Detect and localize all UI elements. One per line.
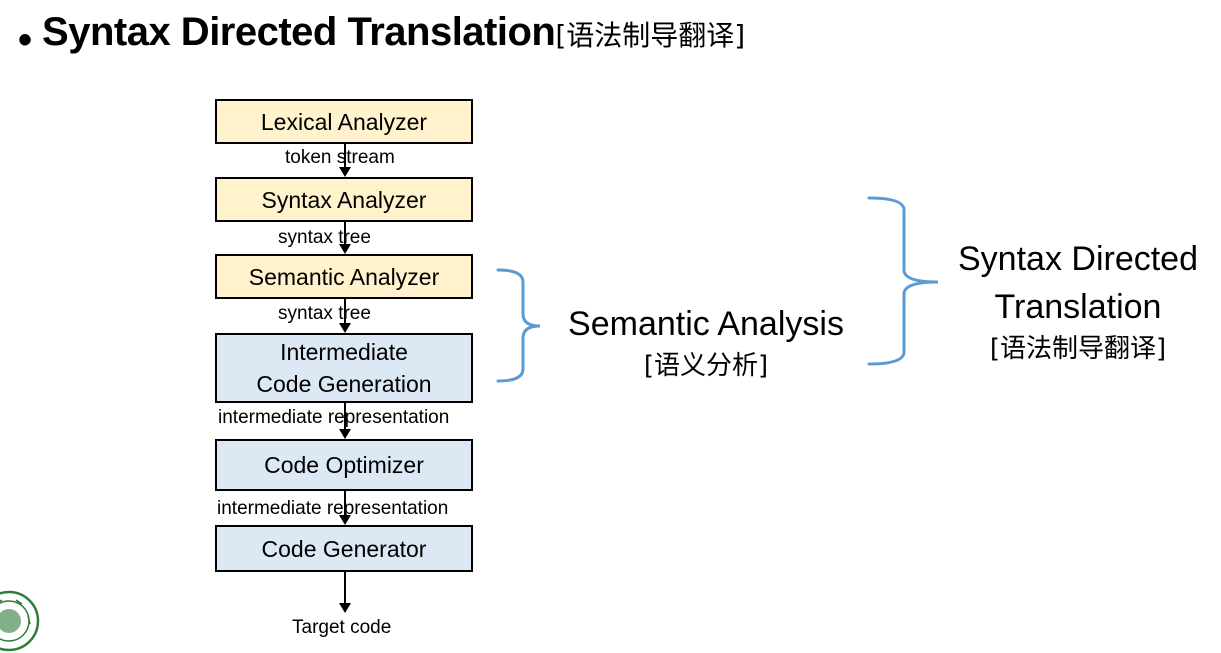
edge-label-intermediate-representation: intermediate representation [217,498,449,519]
title-main: Syntax Directed Translation [42,10,556,54]
arrow-3-head [339,323,351,333]
arrow-5 [344,491,346,516]
arrow-6-head [339,603,351,613]
sdt-label-line2: Translation [994,288,1162,326]
arrow-5-head [339,515,351,525]
sdt-label-line1: Syntax Directed [958,240,1198,278]
edge-label-token-stream: token stream [285,147,395,168]
university-seal-logo [0,590,40,652]
arrow-2-head [339,244,351,254]
semantic-analysis-sub: [语义分析] [643,351,769,381]
arrow-1-head [339,167,351,177]
slide-title: •Syntax Directed Translation[语法制导翻译] [18,10,745,63]
box-lexical-analyzer: Lexical Analyzer [215,99,473,144]
semantic-analysis-brace [496,268,541,383]
sdt-label-sub: [语法制导翻译] [989,334,1167,364]
box-label: Code Optimizer [264,452,424,478]
box-label: Semantic Analyzer [248,263,440,290]
semantic-analysis-label: Semantic Analysis [568,305,844,343]
box-label: Code Generator [261,535,427,562]
arrow-4-head [339,429,351,439]
edge-label-syntax-tree: syntax tree [278,227,371,248]
arrow-6 [344,572,346,604]
box-label: Lexical Analyzer [260,108,428,135]
arrow-2 [344,222,346,245]
semantic-analysis-group: Semantic Analysis [语义分析] [560,300,852,384]
box-label-line1: Intermediate [280,339,408,365]
arrow-4 [344,403,346,430]
box-code-generator: Code Generator [215,525,473,572]
box-intermediate-code-generation: Intermediate Code Generation [215,333,473,403]
box-label: Syntax Analyzer [261,186,427,213]
title-sub: [语法制导翻译] [555,19,746,52]
sdt-brace [867,196,939,366]
arrow-1 [344,144,346,168]
box-code-optimizer: Code Optimizer [215,439,473,491]
sdt-group: Syntax Directed Translation [语法制导翻译] [948,235,1208,367]
box-semantic-analyzer: Semantic Analyzer [215,254,473,299]
edge-label-syntax-tree: syntax tree [278,303,371,324]
title-bullet: • [18,18,33,63]
output-label-target-code: Target code [292,617,392,638]
box-syntax-analyzer: Syntax Analyzer [215,177,473,222]
box-label-line2: Code Generation [256,371,432,397]
edge-label-intermediate-representation: intermediate representation [218,407,450,428]
arrow-3 [344,299,346,324]
